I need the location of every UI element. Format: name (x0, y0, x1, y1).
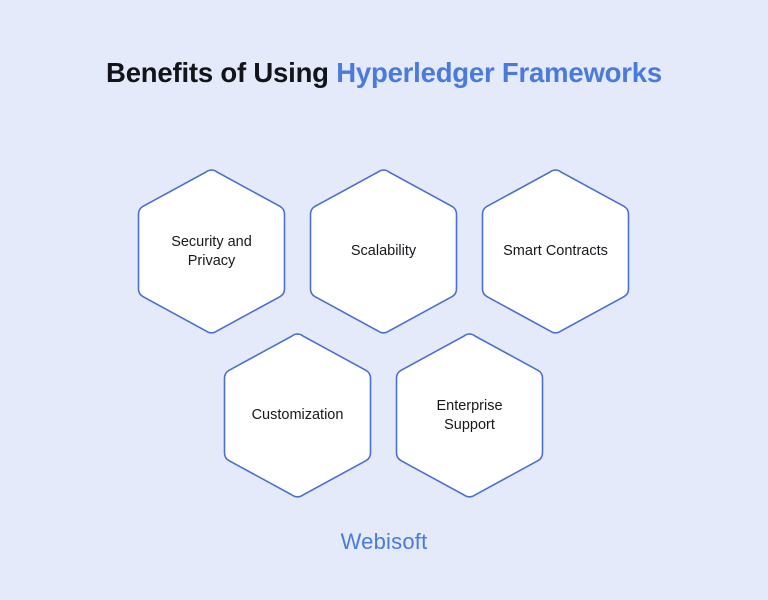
hexagon-shape-icon (309, 169, 458, 334)
page-title-accent: Hyperledger Frameworks (336, 57, 662, 88)
brand-name: Webisoft (340, 529, 428, 554)
hexagon-shape-icon (137, 169, 286, 334)
benefit-hexagon-label: Customization (251, 407, 344, 423)
benefit-hexagon-label: Security and Privacy (171, 233, 252, 269)
benefit-hexagon-smart-contracts[interactable]: Smart Contracts (479, 167, 632, 336)
benefit-hexagon-enterprise-support[interactable]: Enterprise Support (393, 331, 546, 500)
page-title: Benefits of Using Hyperledger Frameworks (0, 56, 768, 90)
hexagon-shape-icon (223, 333, 372, 498)
benefit-hexagon-label: Smart Contracts (503, 243, 608, 259)
benefit-hexagon-scalability[interactable]: Scalability (307, 167, 460, 336)
hexagon-shape-icon (395, 333, 544, 498)
hexagon-shape-icon (481, 169, 630, 334)
benefit-hexagon-label: Enterprise Support (436, 397, 503, 433)
benefit-hexagon-customization[interactable]: Customization (221, 331, 374, 500)
benefit-hexagon-security-and-privacy[interactable]: Security and Privacy (135, 167, 288, 336)
page-title-plain: Benefits of Using (106, 57, 337, 88)
benefit-hexagon-label: Scalability (350, 243, 417, 259)
